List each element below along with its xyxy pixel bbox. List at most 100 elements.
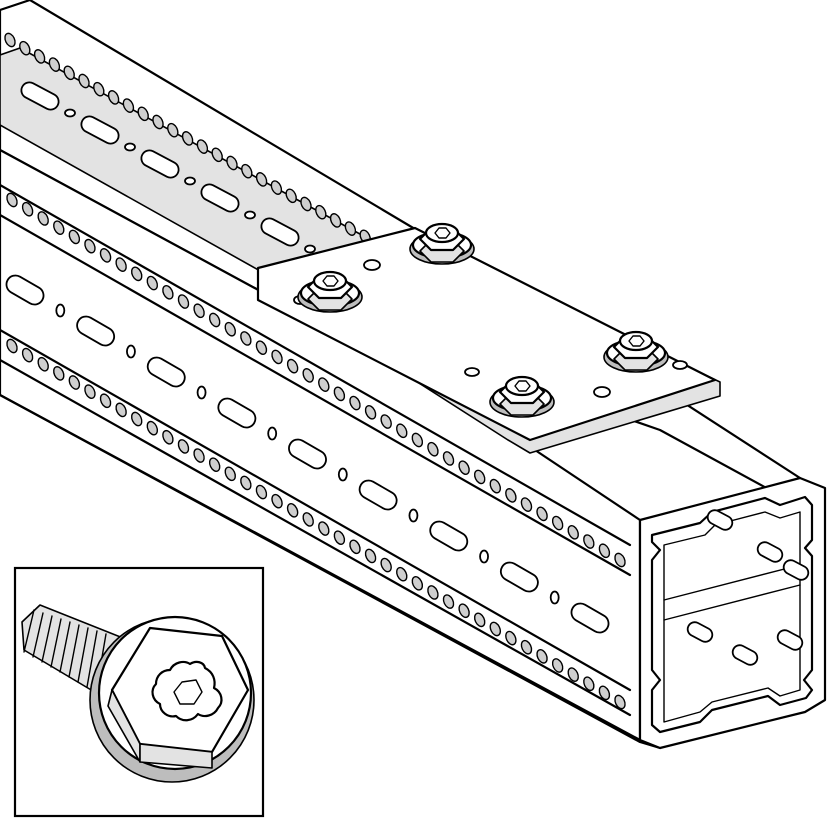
top-round-hole xyxy=(304,244,316,254)
thread-ridge xyxy=(50,618,62,668)
perforation-hole xyxy=(583,676,595,692)
perforation-hole xyxy=(107,90,120,105)
round-hole xyxy=(55,303,66,318)
perforation-hole xyxy=(520,497,533,512)
perforation-hole xyxy=(224,466,236,482)
round-hole xyxy=(408,508,419,523)
perforation-hole xyxy=(333,386,346,402)
bolt-head-dome xyxy=(424,222,460,244)
inner-slot xyxy=(776,629,804,651)
perforation-hole xyxy=(33,49,46,64)
hex-bolt xyxy=(489,375,555,418)
perforation-hole xyxy=(329,213,342,228)
perforation-hole xyxy=(458,460,470,476)
perforation-hole xyxy=(614,694,626,710)
perforation-hole xyxy=(286,502,299,518)
perforation-hole xyxy=(300,196,312,212)
perforation-hole xyxy=(255,340,268,356)
perforation-hole xyxy=(442,594,455,609)
thread-ridge xyxy=(41,615,53,663)
perforation-hole xyxy=(286,358,299,374)
hex-bolt xyxy=(409,222,475,265)
perforation-hole xyxy=(226,155,238,171)
perforation-hole xyxy=(68,375,81,390)
perforation-hole xyxy=(137,106,149,122)
perforation-hole xyxy=(349,395,361,411)
perforation-hole xyxy=(37,211,49,226)
perforation-hole xyxy=(53,366,65,381)
slot-row-inner xyxy=(686,509,810,666)
perforation-hole xyxy=(68,229,81,245)
plate-hole xyxy=(363,259,381,271)
oval-slot xyxy=(429,520,469,552)
hex-bolt xyxy=(603,330,669,373)
perforation-hole xyxy=(489,478,502,494)
torx-recess-icon xyxy=(514,380,531,392)
torx-recess-icon xyxy=(434,227,451,239)
inner-slot xyxy=(706,509,734,531)
perforation-hole xyxy=(193,303,205,319)
bolt-group xyxy=(297,222,669,418)
bolt-head-dome xyxy=(618,330,654,352)
plate-hole xyxy=(464,367,480,377)
perforation-hole xyxy=(115,402,127,418)
side-rib-lower2 xyxy=(0,358,632,717)
perforation-hole xyxy=(315,204,327,220)
perforation-hole xyxy=(177,294,190,309)
perforation-row-upper xyxy=(6,192,626,568)
perforation-hole xyxy=(396,423,408,439)
top-round-hole xyxy=(64,108,76,118)
thread-ridge xyxy=(77,627,89,683)
perforation-hole xyxy=(583,534,595,549)
torx-recess-icon xyxy=(322,275,339,287)
torx-recess-icon xyxy=(628,335,645,347)
round-hole xyxy=(267,426,278,441)
perforation-hole xyxy=(146,420,159,436)
perforation-hole xyxy=(427,585,439,600)
perforation-hole xyxy=(181,131,194,146)
slot-row-top xyxy=(20,81,316,254)
perforation-hole xyxy=(364,404,377,420)
side-rib-upper xyxy=(0,183,632,547)
slot-row-side xyxy=(5,274,610,634)
inner-slot xyxy=(731,644,759,666)
perforation-row-lower xyxy=(6,338,626,710)
perforation-hole xyxy=(551,515,564,531)
oval-slot xyxy=(499,561,539,593)
perforation-hole xyxy=(270,180,283,195)
top-round-hole xyxy=(124,142,136,152)
perforation-hole xyxy=(93,81,105,97)
end-outer xyxy=(638,476,827,750)
round-hole xyxy=(337,467,348,482)
perforation-hole xyxy=(505,488,517,503)
plate-hole xyxy=(672,360,688,370)
perforation-hole xyxy=(162,429,174,445)
perforation-hole xyxy=(380,557,392,573)
inner-slot xyxy=(782,559,810,581)
round-hole xyxy=(196,385,207,400)
plate-hole xyxy=(593,386,611,398)
oval-slot xyxy=(5,274,45,306)
perforation-hole xyxy=(152,114,164,130)
perforation-hole xyxy=(208,312,221,328)
bolt-head-dome xyxy=(504,375,540,397)
perforation-hole xyxy=(614,552,626,568)
perforation-hole xyxy=(302,368,314,383)
end-inner-contour xyxy=(650,495,814,734)
torx-recess-icon xyxy=(151,660,223,722)
inner-slot xyxy=(686,621,714,643)
oval-slot xyxy=(217,397,257,429)
perforation-hole xyxy=(302,512,314,527)
perforation-hole xyxy=(567,524,579,540)
perforation-hole xyxy=(380,414,392,429)
perforation-hole xyxy=(78,73,90,89)
perforation-hole xyxy=(130,266,143,282)
bolt-head-dome xyxy=(312,270,348,292)
perforation-hole xyxy=(4,32,16,48)
oval-slot xyxy=(358,479,398,511)
perforation-hole xyxy=(489,621,502,637)
perforation-hole xyxy=(122,98,135,113)
perforation-hole xyxy=(473,612,486,628)
